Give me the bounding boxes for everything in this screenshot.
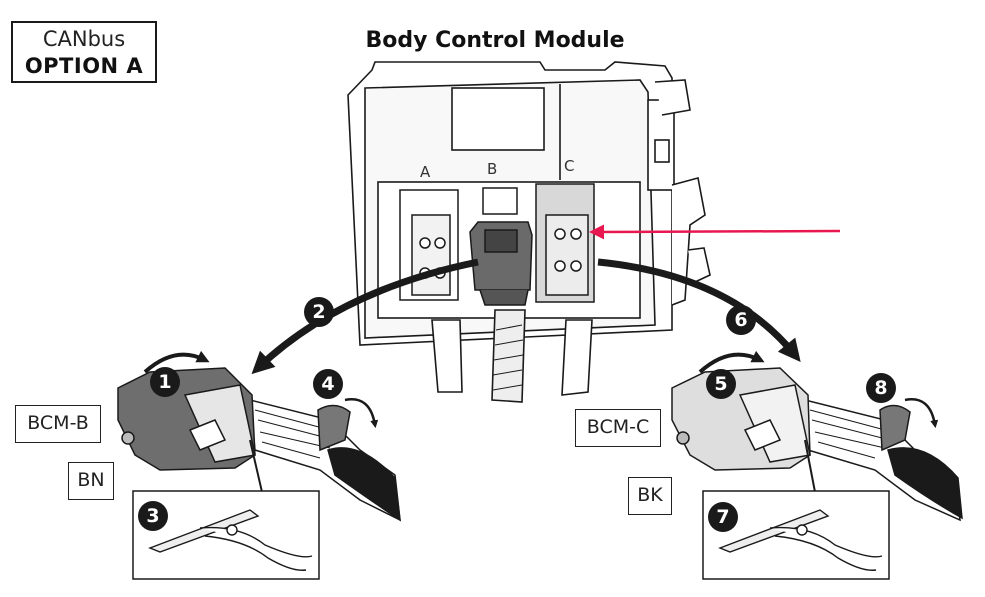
connector-a-pin xyxy=(419,237,431,249)
step-badge-5: 5 xyxy=(706,369,736,399)
slot-label-c: C xyxy=(564,157,575,175)
step-badge-8: 8 xyxy=(866,373,896,403)
side-cutter-icon xyxy=(148,509,313,571)
tool-box-right xyxy=(702,490,890,580)
pointer-arrow xyxy=(589,224,841,240)
step-badge-6: 6 xyxy=(726,305,756,335)
slot-label-a: A xyxy=(420,163,431,181)
step-badge-3: 3 xyxy=(138,501,168,531)
leader-line-left xyxy=(249,439,263,493)
arrow-step-6 xyxy=(597,258,801,362)
connector-name-left: BCM-B xyxy=(15,405,101,443)
leader-line-right xyxy=(804,439,816,493)
connector-c-pin xyxy=(554,228,566,240)
option-label-box: CANbus OPTION A xyxy=(11,21,157,83)
connector-a xyxy=(399,189,459,301)
step-badge-4: 4 xyxy=(313,369,343,399)
connector-bcm-c xyxy=(671,367,811,471)
connector-c xyxy=(535,183,595,303)
connector-c-pin xyxy=(570,260,582,272)
wire-color-right: BK xyxy=(628,477,672,515)
rotate-arrow-step-8 xyxy=(904,398,939,429)
harness-right xyxy=(804,399,963,522)
connector-a-pin xyxy=(434,237,446,249)
harness-left xyxy=(249,399,401,522)
option-protocol: CANbus xyxy=(42,27,126,51)
connector-c-pin xyxy=(554,260,566,272)
slot-label-b: B xyxy=(487,160,498,178)
arrow-step-2 xyxy=(251,258,479,375)
rotate-arrow-step-1 xyxy=(143,350,210,374)
tool-box-left xyxy=(132,490,320,580)
bcm-cables xyxy=(431,309,593,403)
connector-c-pin xyxy=(570,228,582,240)
rotate-arrow-step-5 xyxy=(698,350,765,374)
option-variant: OPTION A xyxy=(24,54,144,78)
step-badge-1: 1 xyxy=(150,367,180,397)
connector-name-right: BCM-C xyxy=(575,409,661,447)
step-badge-2: 2 xyxy=(304,297,334,327)
rotate-arrow-step-4 xyxy=(344,398,379,429)
side-cutter-icon xyxy=(718,509,883,571)
wire-color-left: BN xyxy=(68,462,114,500)
connector-bcm-b xyxy=(117,367,256,471)
step-badge-7: 7 xyxy=(708,502,738,532)
page-title: Body Control Module xyxy=(365,28,625,53)
connector-b xyxy=(469,187,533,306)
